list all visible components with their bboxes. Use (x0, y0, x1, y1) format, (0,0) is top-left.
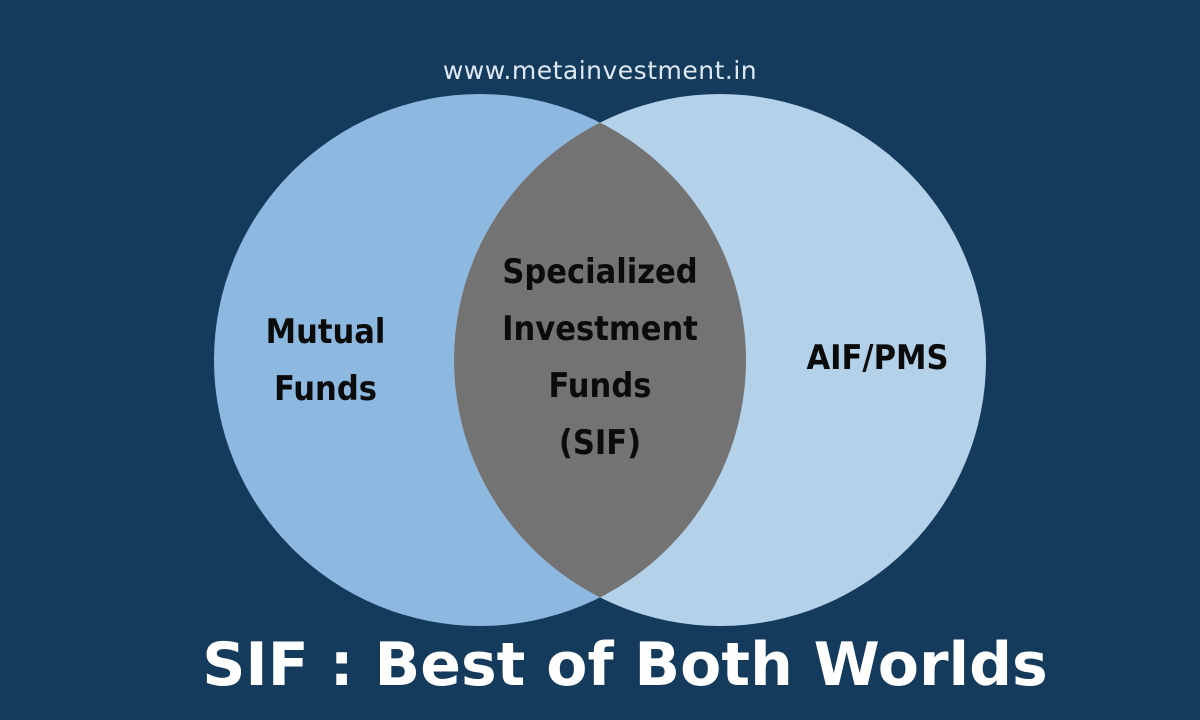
website-url: www.metainvestment.in (442, 56, 758, 85)
label-line: Mutual (265, 312, 386, 352)
label-line: Specialized (502, 252, 698, 292)
label-line: Investment (502, 309, 698, 349)
label-line: Funds (274, 369, 377, 409)
label-line: AIF/PMS (806, 338, 949, 378)
label-line: (SIF) (558, 423, 642, 463)
label-line: Funds (548, 366, 652, 406)
aif-pms-label: AIF/PMS (770, 330, 985, 387)
sif-label: Specialized Investment Funds (SIF) (460, 244, 740, 472)
page-title: SIF : Best of Both Worlds (202, 630, 1048, 700)
sif-intersection (454, 94, 746, 626)
mutual-funds-label: Mutual Funds (218, 304, 433, 418)
